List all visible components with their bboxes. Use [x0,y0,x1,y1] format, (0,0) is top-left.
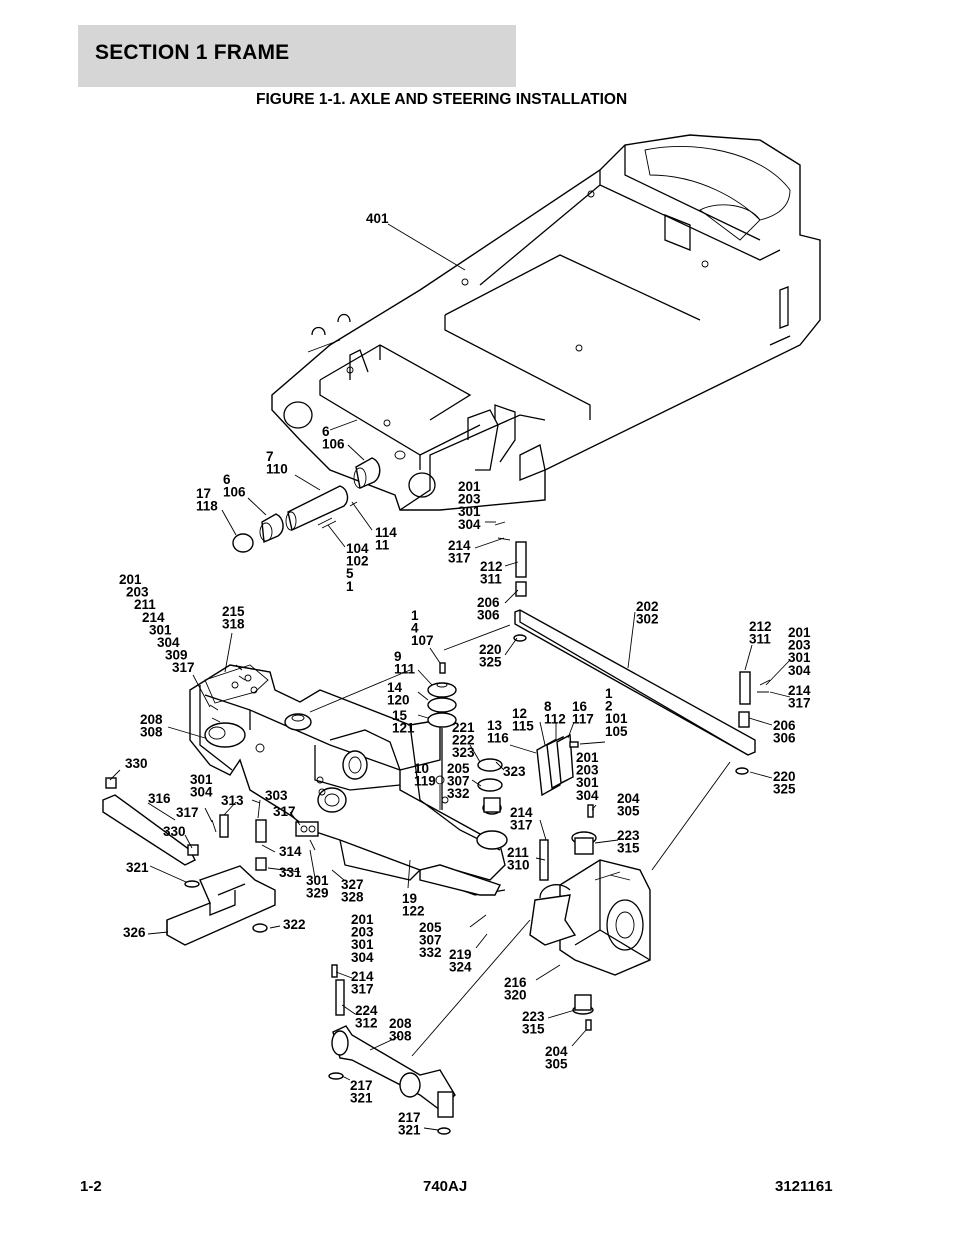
callout-label: 321 [126,860,149,875]
pivot-pin-assembly [232,450,406,553]
page-number: 1-2 [80,1178,102,1195]
model-number: 740AJ [423,1178,468,1195]
callout-label: 314 [279,844,302,859]
leader-lines [109,223,791,1131]
frame-drawing [271,134,821,511]
steering-cylinder [328,964,456,1135]
axle-drawing [189,664,508,896]
section-header-band [78,25,516,87]
linkage-arm [102,777,319,946]
callout-label: 313 [221,793,244,808]
callout-label: 317 [273,804,296,819]
callout-label: 401 [366,211,389,226]
callout-label: 330 [125,756,148,771]
callout-label: 316 [148,791,171,806]
document-number: 3121161 [775,1178,833,1195]
callout-label: 322 [283,917,306,932]
washer-stack [427,662,503,815]
section-title: SECTION 1 FRAME [95,41,290,64]
figure-title: FIGURE 1-1. AXLE AND STEERING INSTALLATI… [256,91,628,108]
callout-label: 323 [503,764,526,779]
tie-rod-drawing [494,521,771,775]
callout-label: 326 [123,925,146,940]
callout-label: 331 [279,865,302,880]
callout-label: 317 [176,805,199,820]
shim-plates [536,733,579,797]
callout-label: 330 [163,824,186,839]
callout-label: 303 [265,788,288,803]
